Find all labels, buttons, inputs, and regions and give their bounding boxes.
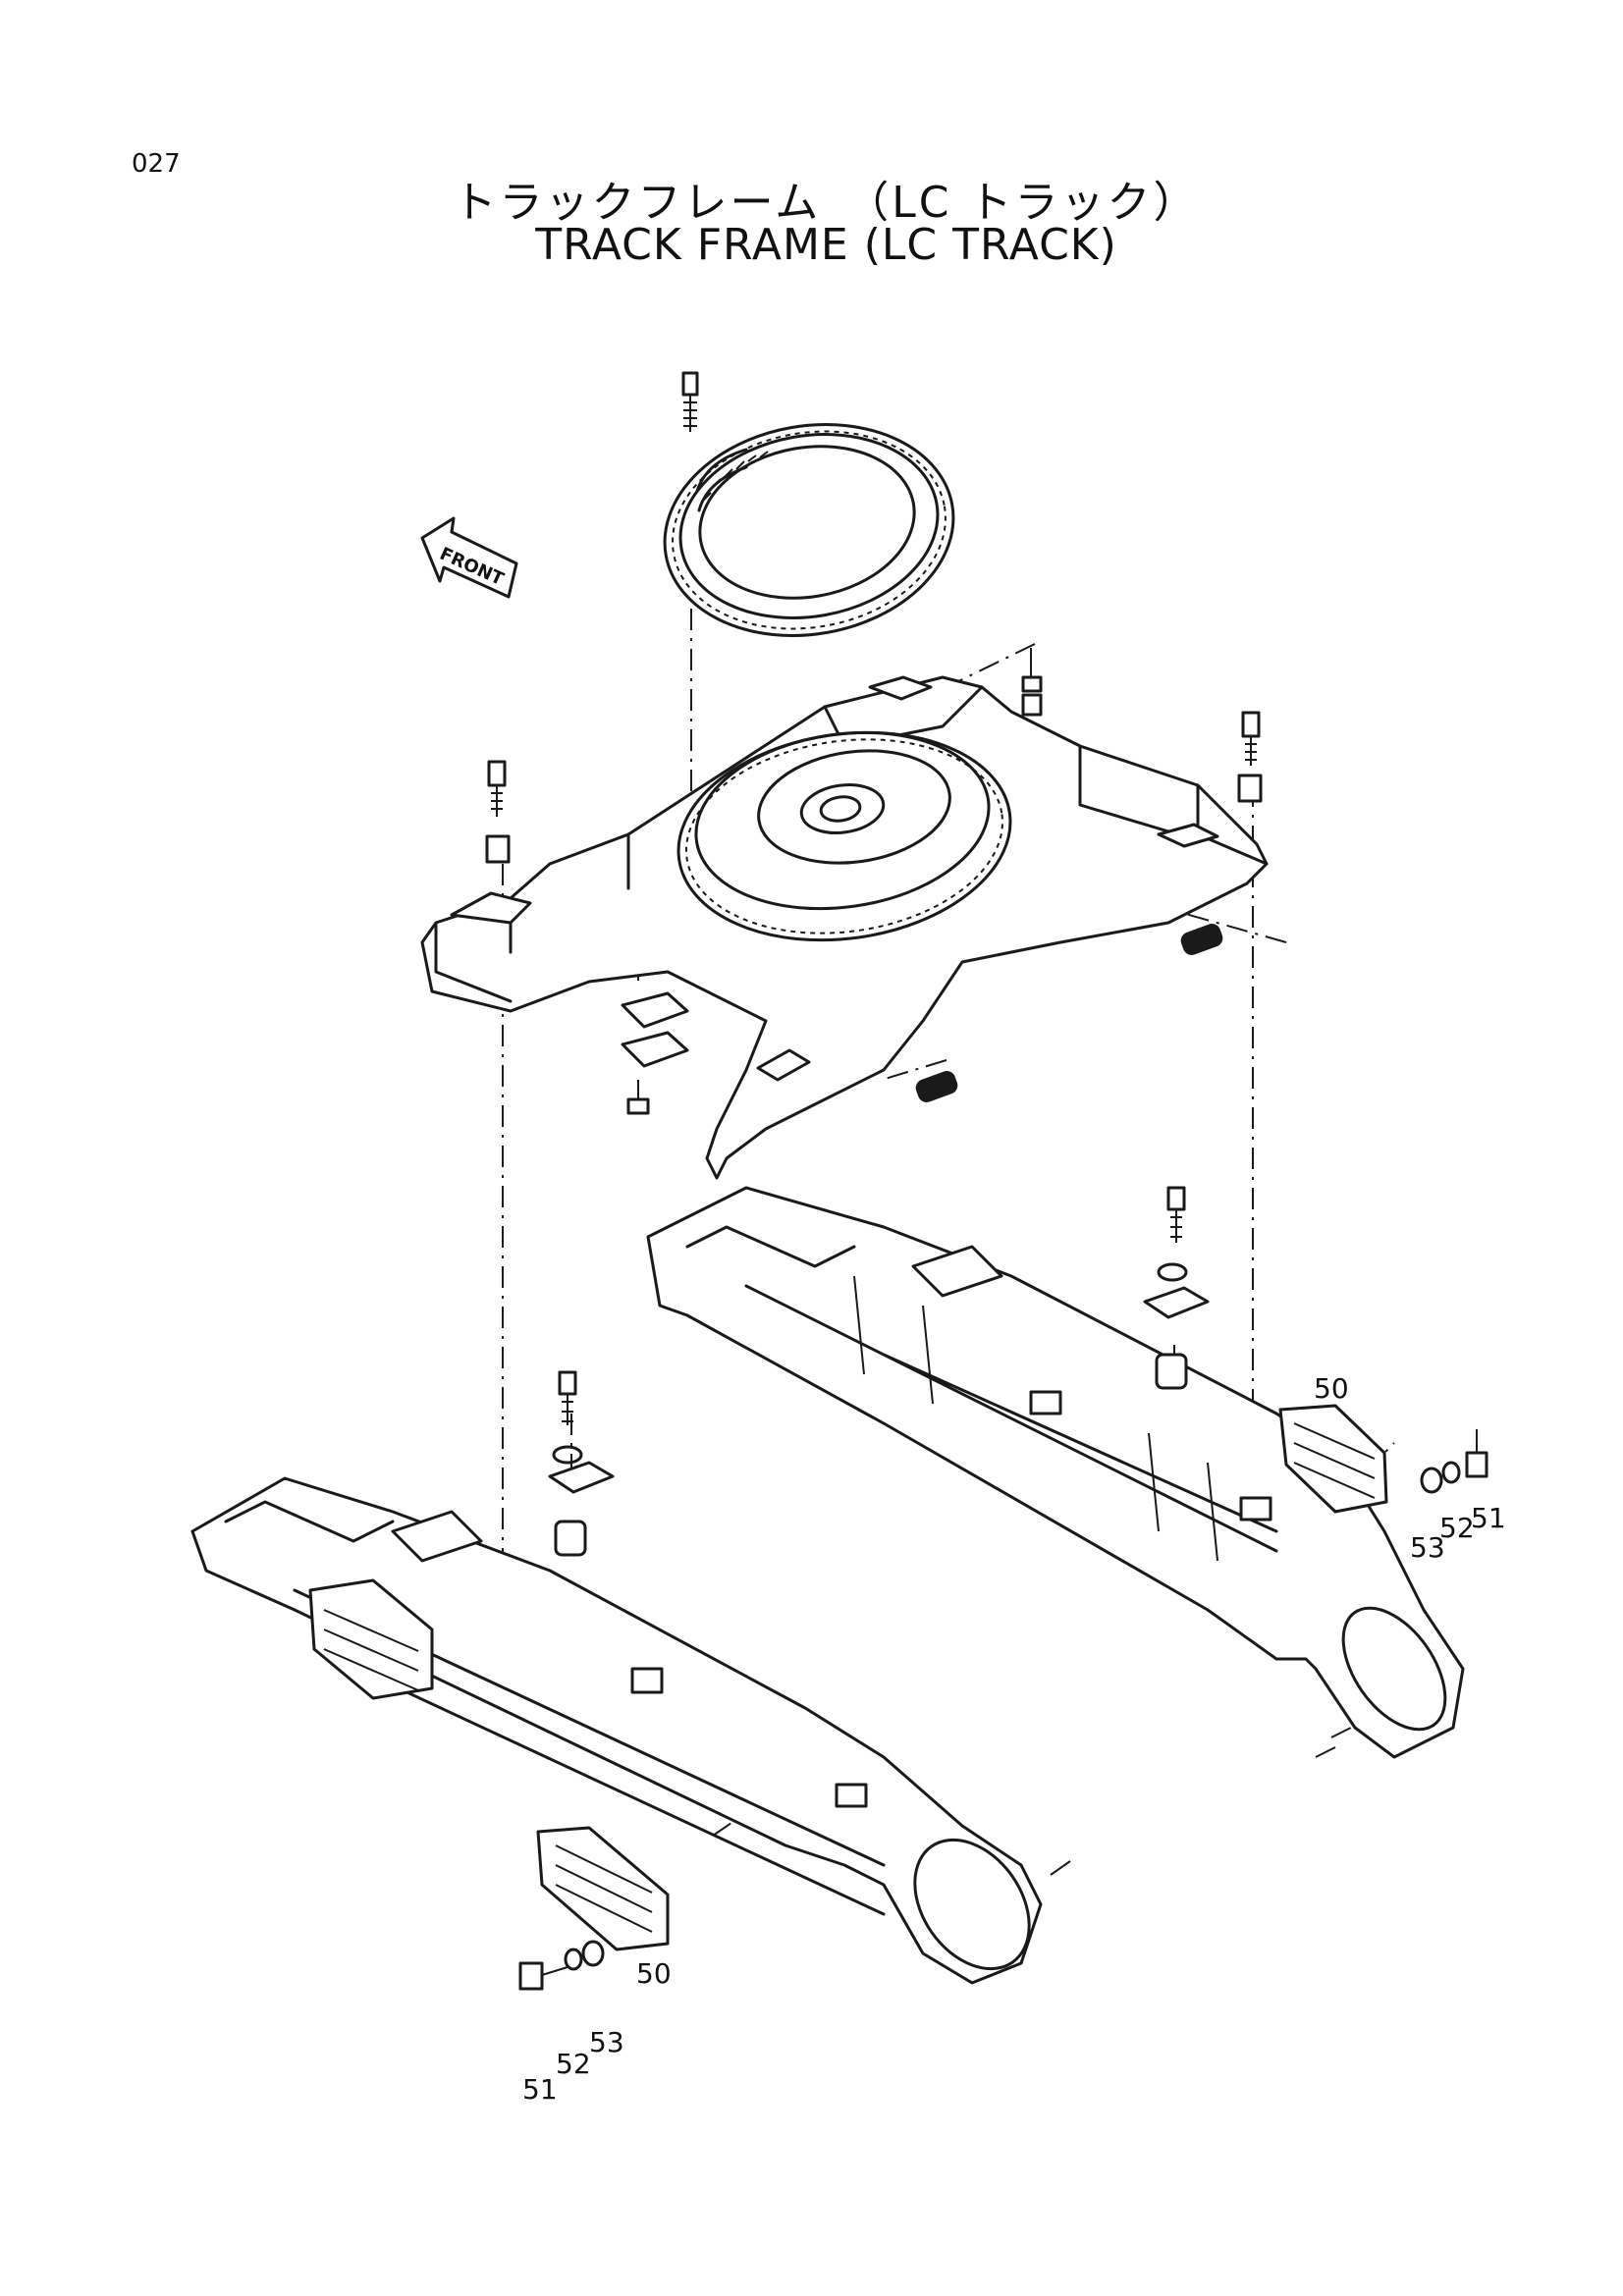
upper-center-frame <box>420 675 1269 1180</box>
frame-bolts <box>485 648 1263 864</box>
swing-bearing-ring <box>663 422 955 638</box>
left-fasteners <box>518 1940 605 1991</box>
right-track-bolts <box>1143 1186 1210 1390</box>
callout-52-left: 52 <box>556 2048 591 2080</box>
left-side-plate <box>308 1578 434 1700</box>
left-guard-50 <box>536 1826 670 1951</box>
page-number: 027 <box>132 149 181 179</box>
front-arrow-icon: FRONT <box>420 516 518 599</box>
right-fasteners <box>1420 1429 1488 1494</box>
title-english: TRACK FRAME (LC TRACK) <box>535 220 1117 270</box>
callout-50-right: 50 <box>1314 1372 1349 1405</box>
callout-51-right: 51 <box>1471 1502 1506 1534</box>
right-guard-50 <box>1278 1404 1388 1514</box>
title-japanese: トラックフレーム （LC トラック） <box>453 178 1200 228</box>
ring-bolt <box>681 371 699 432</box>
callout-51-left: 51 <box>522 2073 558 2106</box>
callout-53-right: 53 <box>1410 1531 1445 1564</box>
callout-52-right: 52 <box>1439 1512 1475 1544</box>
left-track-frame <box>190 1476 1071 1985</box>
callout-50-left: 50 <box>636 1957 672 1990</box>
callout-53-left: 53 <box>589 2026 624 2058</box>
right-track-frame <box>646 1186 1465 1759</box>
left-track-bolts <box>548 1370 615 1557</box>
